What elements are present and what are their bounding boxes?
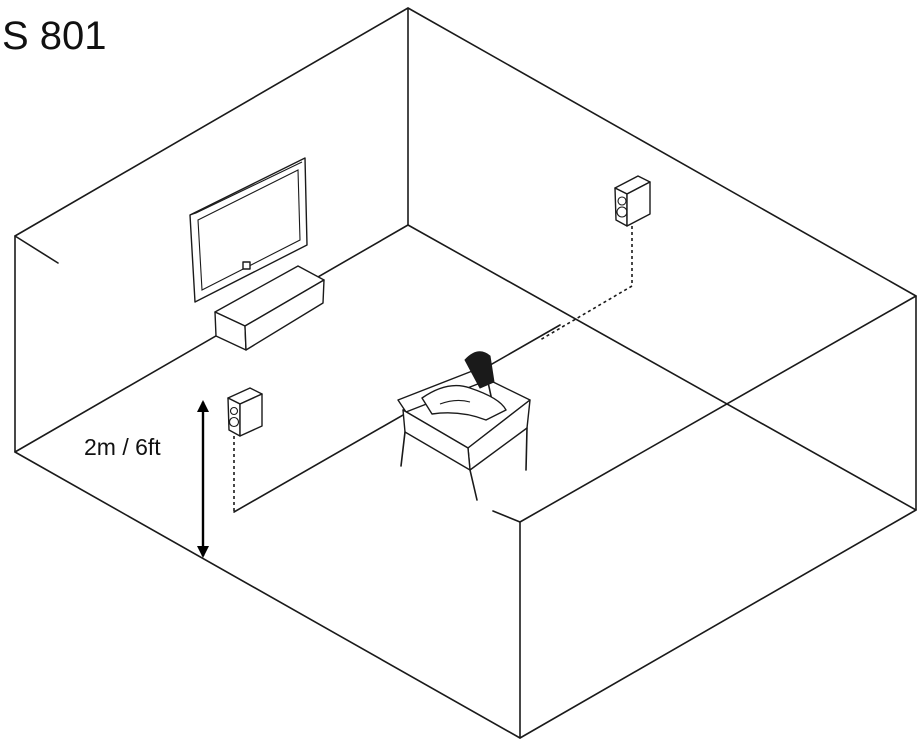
left-speaker [227,324,561,513]
tv-screen [197,169,301,291]
sofa-leg-2 [469,469,478,501]
listener-body [421,384,507,421]
front-corner-stub [492,510,521,523]
height-arrow [197,400,209,558]
sofa-leg-1 [400,431,406,467]
left-speaker-front [239,393,263,437]
listener-arm [439,399,471,405]
right-speaker-woofer [616,206,628,218]
tv [189,157,308,303]
front-corner-edge [519,295,917,739]
diagram-title: S 801 [2,14,107,58]
room [14,7,917,739]
tv-frame [189,157,308,303]
right-speaker-cable [539,226,633,341]
listener-head [464,351,495,389]
height-arrow-head-top [197,400,209,412]
floor-left-edge [14,224,409,453]
left-speaker-cable-floor [233,324,561,513]
right-speaker [539,175,651,341]
floor-right-edge [407,224,917,511]
tv-bezel-top [189,161,303,216]
tv-bench [214,265,325,351]
right-speaker-front [626,181,651,227]
left-speaker-woofer [228,416,240,428]
bench-front [244,279,325,351]
left-speaker-tweeter [229,406,239,416]
sofa-leg-3 [525,427,528,471]
right-speaker-tweeter [617,196,627,206]
height-arrow-head-bottom [197,546,209,558]
left-corner-stub [14,235,59,264]
listener-on-sofa [397,351,531,501]
height-annotation-label: 2m / 6ft [84,434,161,460]
tv-logo-mark [242,261,251,270]
